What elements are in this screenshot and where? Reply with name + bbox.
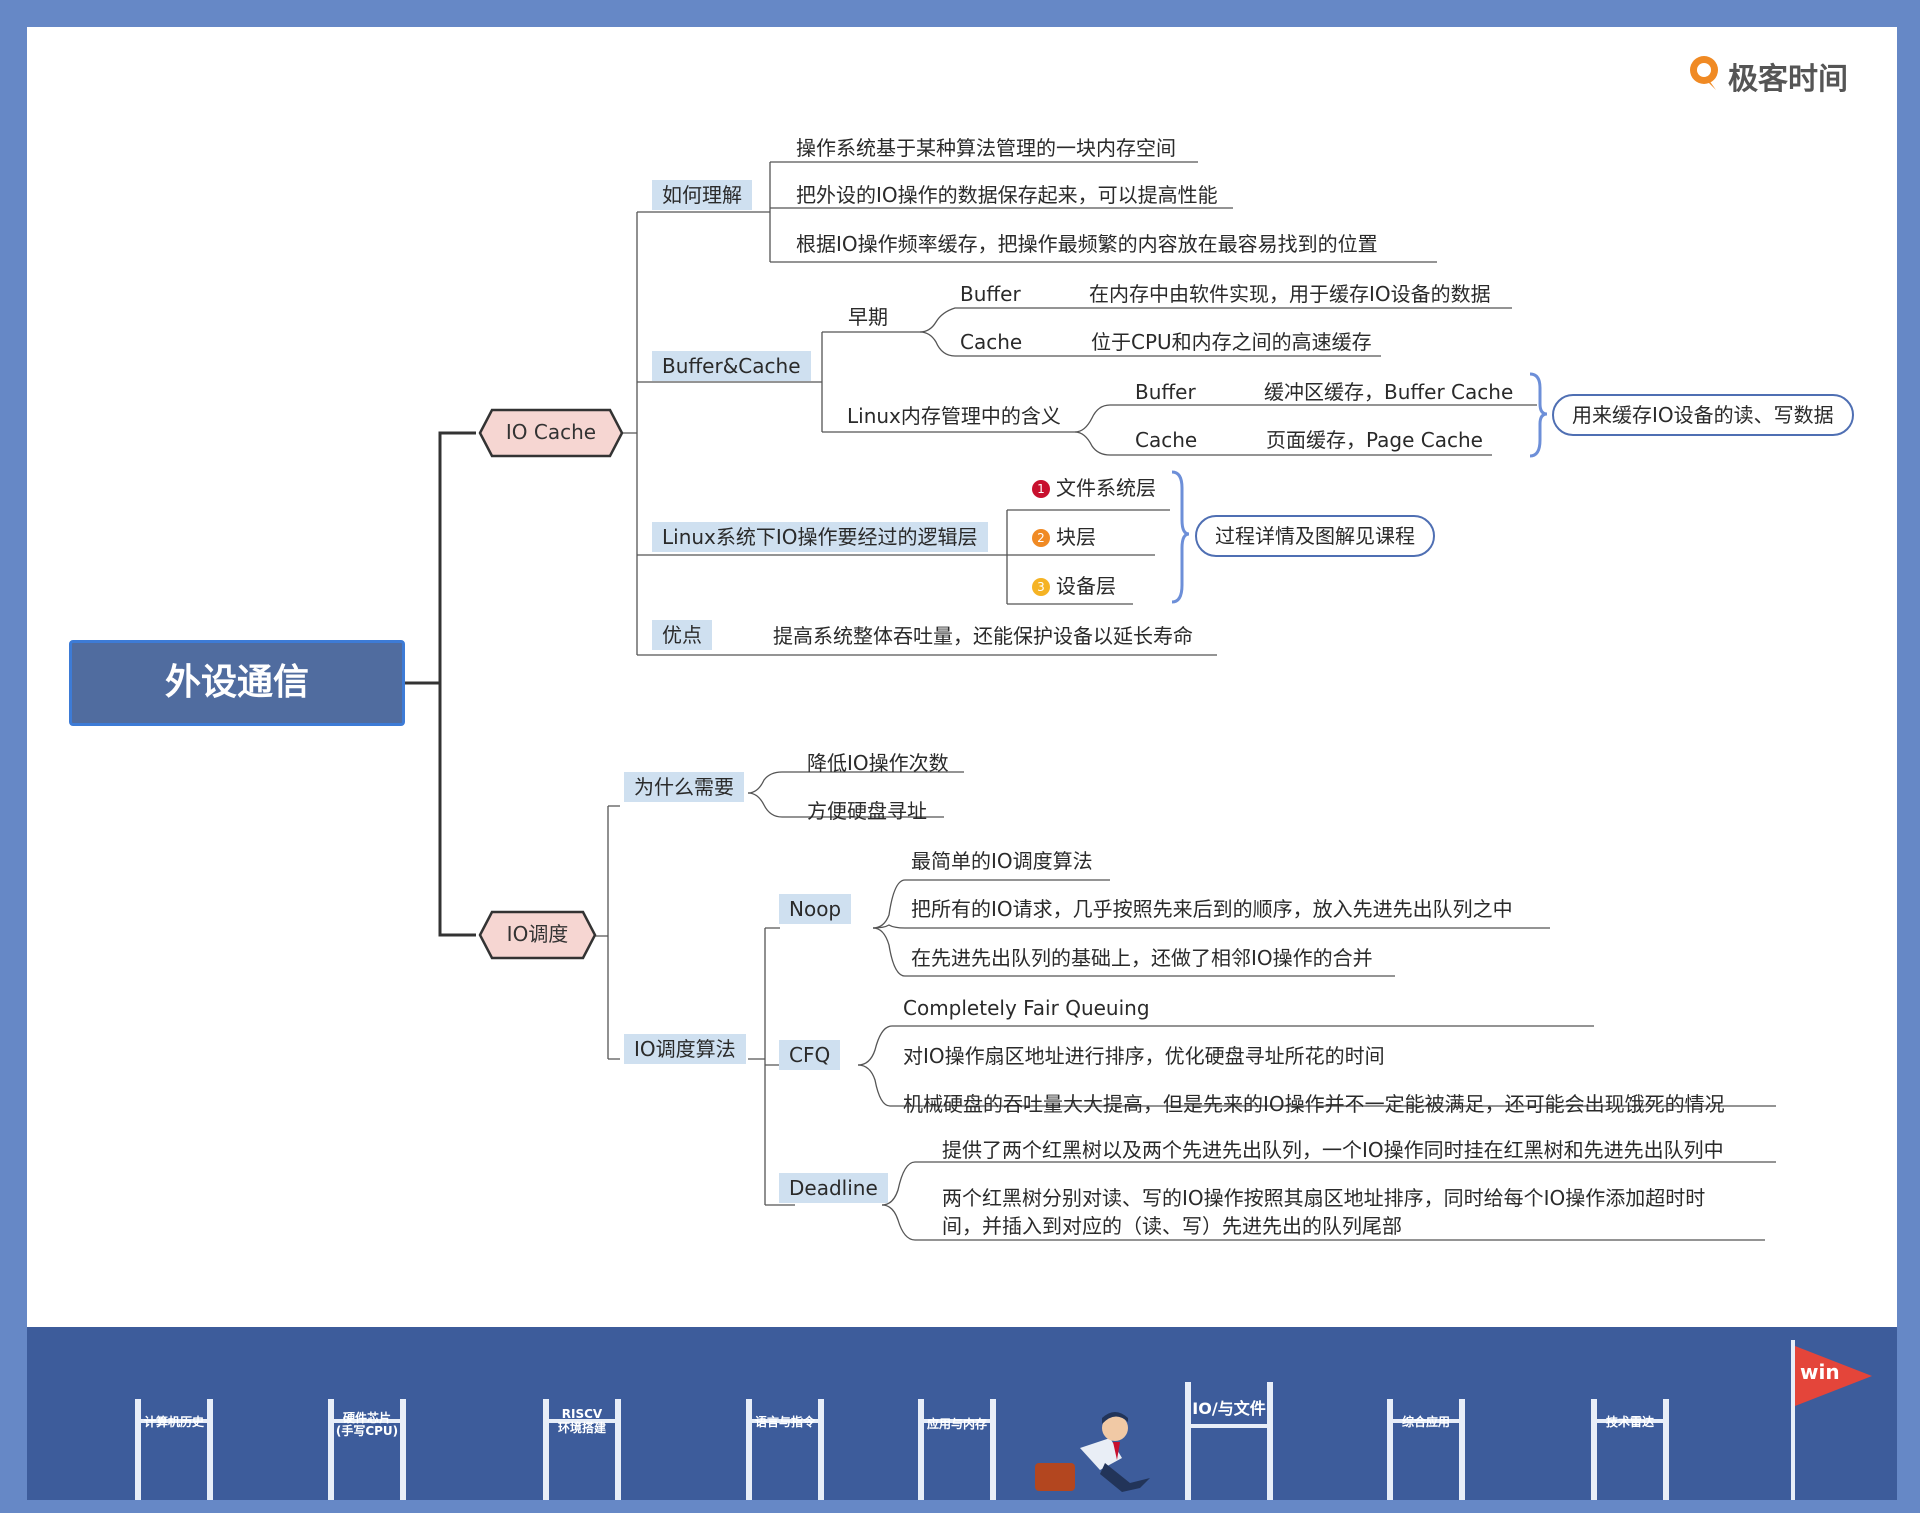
- noop-item-1: 最简单的IO调度算法: [911, 849, 1093, 873]
- gate-integrated-label: 综合应用: [1401, 1415, 1450, 1429]
- layer-item-1-text: 文件系统层: [1056, 476, 1156, 500]
- cfq-item-2: 对IO操作扇区地址进行排序，优化硬盘寻址所花的时间: [903, 1044, 1385, 1068]
- root-node: 外设通信: [69, 640, 405, 726]
- finish-flag: win: [1790, 1340, 1880, 1504]
- early-cache-label: Cache: [960, 330, 1023, 354]
- gate-riscv-label-1: RISCV: [561, 1407, 603, 1421]
- why-label: 为什么需要: [624, 772, 744, 802]
- running-businessman-icon: [1035, 1412, 1150, 1492]
- linux-cache-desc: 页面缓存，Page Cache: [1266, 428, 1483, 452]
- noop-label: Noop: [779, 894, 852, 924]
- io-sched-node-shape: [478, 910, 597, 960]
- brand-logo-text: 极客时间: [1728, 62, 1848, 97]
- course-progress-footer: [27, 1327, 1897, 1500]
- io-sched-label: IO调度: [506, 922, 569, 946]
- early-buffer-desc: 在内存中由软件实现，用于缓存IO设备的数据: [1089, 282, 1491, 306]
- io-sched-node: IO调度: [480, 912, 595, 958]
- geektime-logo-icon: [1690, 56, 1718, 90]
- noop-item-2: 把所有的IO请求，几乎按照先来后到的顺序，放入先进先出队列之中: [911, 897, 1513, 921]
- buffer-cache-label: Buffer&Cache: [652, 351, 811, 381]
- number-1-icon: 1: [1032, 480, 1050, 498]
- why-item-2: 方便硬盘寻址: [807, 799, 927, 823]
- buffer-cache-summary: 用来缓存IO设备的读、写数据: [1552, 394, 1854, 436]
- deadline-item-1: 提供了两个红黑树以及两个先进先出队列，一个IO操作同时挂在红黑树和先进先出队列中: [942, 1138, 1724, 1162]
- understand-item-1: 操作系统基于某种算法管理的一块内存空间: [796, 136, 1176, 160]
- gate-io-file-label: IO/与文件: [1192, 1399, 1266, 1418]
- understand-label: 如何理解: [652, 180, 752, 210]
- deadline-label: Deadline: [779, 1173, 888, 1203]
- layers-summary: 过程详情及图解见课程: [1195, 515, 1435, 557]
- gate-computer-history-label: 计算机历史: [143, 1415, 204, 1429]
- early-cache-desc: 位于CPU和内存之间的高速缓存: [1091, 330, 1372, 354]
- gate-hardware-chip-label-2: (手写CPU): [335, 1424, 399, 1438]
- layer-item-3-text: 设备层: [1056, 574, 1116, 598]
- gate-hardware-chip: 硬件芯片 (手写CPU): [328, 1399, 406, 1500]
- algos-label: IO调度算法: [624, 1034, 746, 1064]
- gate-app-memory-label: 应用与内存: [926, 1417, 987, 1431]
- gate-tech-radar-label: 技术雷达: [1605, 1415, 1654, 1429]
- gate-tech-radar: 技术雷达: [1591, 1399, 1669, 1500]
- gate-riscv: RISCV 环境搭建: [543, 1399, 621, 1500]
- deadline-item-2b: 间，并插入到对应的（读、写）先进先出的队列尾部: [942, 1214, 1402, 1238]
- advantage-label: 优点: [652, 620, 712, 650]
- linux-buffer-desc: 缓冲区缓存，Buffer Cache: [1264, 380, 1514, 404]
- understand-item-3: 根据IO操作频率缓存，把操作最频繁的内容放在最容易找到的位置: [796, 232, 1378, 256]
- gate-app-memory: 应用与内存: [918, 1399, 996, 1500]
- gate-integrated: 综合应用: [1387, 1399, 1465, 1500]
- layer-item-2: 2 块层: [1032, 523, 1096, 551]
- cfq-item-1: Completely Fair Queuing: [903, 996, 1150, 1020]
- linux-meaning-label: Linux内存管理中的含义: [847, 404, 1061, 428]
- layer-item-1: 1 文件系统层: [1032, 474, 1156, 502]
- early-label: 早期: [848, 305, 888, 329]
- linux-buffer-label: Buffer: [1135, 380, 1196, 404]
- early-buffer-label: Buffer: [960, 282, 1021, 306]
- gate-computer-history: 计算机历史: [135, 1399, 213, 1500]
- layer-item-2-text: 块层: [1056, 525, 1096, 549]
- gate-riscv-label-2: 环境搭建: [557, 1421, 606, 1435]
- layers-label: Linux系统下IO操作要经过的逻辑层: [652, 522, 988, 552]
- gate-language: 语言与指令: [746, 1399, 824, 1500]
- number-3-icon: 3: [1032, 578, 1050, 596]
- gate-io-file: IO/与文件: [1185, 1382, 1273, 1500]
- understand-item-2: 把外设的IO操作的数据保存起来，可以提高性能: [796, 183, 1218, 207]
- io-cache-label: IO Cache: [505, 420, 597, 444]
- io-cache-node: IO Cache: [480, 410, 622, 456]
- cfq-label: CFQ: [779, 1040, 841, 1070]
- why-item-1: 降低IO操作次数: [807, 751, 949, 775]
- cfq-item-3: 机械硬盘的吞吐量大大提高，但是先来的IO操作并不一定能被满足，还可能会出现饿死的…: [903, 1092, 1725, 1116]
- flag-icon: [1791, 1340, 1872, 1500]
- linux-cache-label: Cache: [1135, 428, 1198, 452]
- gate-language-label: 语言与指令: [754, 1415, 815, 1429]
- advantage-text: 提高系统整体吞吐量，还能保护设备以延长寿命: [773, 624, 1193, 648]
- gate-hardware-chip-label-1: 硬件芯片: [342, 1411, 391, 1425]
- flag-label: win: [1800, 1360, 1840, 1384]
- io-cache-node-shape: [478, 408, 624, 458]
- brand-logo: 极客时间: [1686, 52, 1848, 97]
- noop-item-3: 在先进先出队列的基础上，还做了相邻IO操作的合并: [911, 946, 1373, 970]
- deadline-item-2a: 两个红黑树分别对读、写的IO操作按照其扇区地址排序，同时给每个IO操作添加超时时: [942, 1186, 1706, 1210]
- layer-item-3: 3 设备层: [1032, 572, 1116, 600]
- number-2-icon: 2: [1032, 529, 1050, 547]
